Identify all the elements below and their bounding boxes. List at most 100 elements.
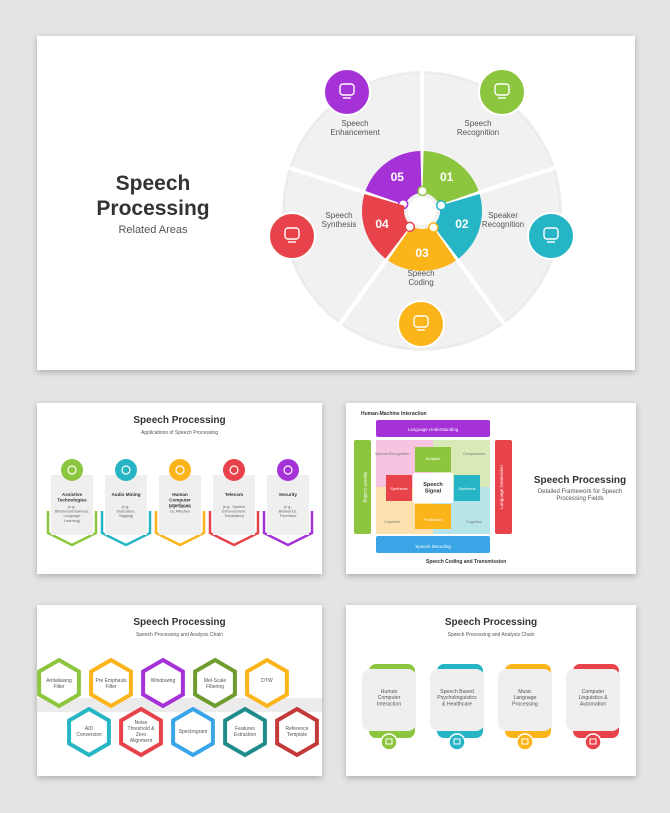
inner-left-label: Synthesis bbox=[390, 486, 407, 491]
hex-bottom-1 bbox=[119, 706, 163, 758]
band-left-label: Speech Coding bbox=[363, 472, 368, 503]
hex-label: Extraction bbox=[234, 732, 256, 738]
inner-top bbox=[415, 447, 451, 472]
card-desc: (e.g., bbox=[68, 505, 77, 509]
hex-top-3 bbox=[193, 657, 237, 709]
center-label: Speech bbox=[423, 482, 443, 488]
document-speech-icon-glyph bbox=[284, 227, 300, 240]
slide5-subtitle: Speech Processing and Analysis Chain bbox=[447, 632, 535, 638]
slide5-title: Speech Processing bbox=[444, 617, 538, 628]
card-text: Linguistics & bbox=[578, 695, 608, 701]
card-text: Processing bbox=[512, 701, 538, 707]
document-speech-icon bbox=[268, 212, 316, 260]
mobile-voice-icon-glyph bbox=[543, 227, 559, 240]
card-0 bbox=[362, 669, 416, 731]
card-desc: Biometrics, bbox=[279, 510, 298, 514]
head-speech-icon bbox=[478, 68, 526, 116]
segment-label-04: Synthesis bbox=[322, 220, 357, 229]
card-text: Interaction bbox=[377, 701, 401, 707]
code-speech-icon bbox=[397, 300, 445, 348]
segment-label-02: Speaker bbox=[488, 211, 518, 220]
card-desc: Learning) bbox=[64, 519, 81, 523]
card-desc: UI, Affective bbox=[170, 510, 190, 514]
card-1 bbox=[105, 475, 147, 535]
hex-label: Zero bbox=[136, 732, 147, 738]
music-icon bbox=[516, 733, 534, 751]
inner-bottom bbox=[415, 504, 451, 529]
card-title: Interfaces bbox=[169, 503, 191, 508]
hex-label: Threshold & bbox=[128, 726, 156, 732]
heart-icon-glyph bbox=[453, 738, 461, 745]
segment-number: 02 bbox=[455, 217, 469, 231]
center-label: Signal bbox=[425, 489, 442, 495]
segment-number: 03 bbox=[415, 246, 429, 260]
chat-icon-glyph bbox=[67, 465, 77, 475]
card-desc: Language bbox=[64, 514, 81, 518]
hex-label: Antialiasing bbox=[46, 678, 72, 684]
card-text: Speech Based bbox=[440, 689, 474, 695]
shield-icon bbox=[277, 459, 299, 481]
card-title: Security bbox=[279, 492, 298, 497]
segment-number: 05 bbox=[391, 170, 405, 184]
card-0 bbox=[51, 475, 93, 535]
chat-bubble-icon bbox=[323, 68, 371, 116]
card-3 bbox=[566, 669, 620, 731]
hex-label: Noise bbox=[135, 720, 148, 726]
framework-top-label: Human-Machine Interaction bbox=[361, 411, 427, 417]
inner-left bbox=[386, 475, 412, 501]
segment-connector bbox=[404, 221, 416, 233]
segment-label-05: Speech bbox=[341, 119, 368, 128]
music-icon-glyph bbox=[521, 738, 529, 745]
card-title: Telecom bbox=[225, 492, 243, 497]
card-outline bbox=[262, 511, 314, 547]
card-text: Computer bbox=[582, 689, 605, 695]
card-text: Language bbox=[513, 695, 536, 701]
hex-label: Reference bbox=[285, 726, 308, 732]
main-subtitle: Related Areas bbox=[118, 224, 188, 236]
band-right-label: Language Generation bbox=[499, 465, 504, 509]
segment-label-03: Coding bbox=[408, 278, 433, 287]
slide-applications: Speech Processing Applications of Speech… bbox=[37, 403, 322, 574]
hex-top-4 bbox=[245, 657, 289, 709]
head-speech-icon-glyph bbox=[494, 83, 510, 96]
hex-label: Filter bbox=[53, 684, 64, 690]
main-title: Speech Processing bbox=[77, 171, 229, 221]
card-3 bbox=[213, 475, 255, 535]
hex-label: Pre Emphasis bbox=[95, 678, 127, 684]
corner-br: Cognition bbox=[466, 520, 482, 524]
waveform-icon-glyph bbox=[121, 465, 131, 475]
corner-tl: Speech Recognition bbox=[375, 452, 409, 456]
main-title-line1: Speech bbox=[115, 172, 191, 195]
segment-03 bbox=[388, 225, 456, 271]
hex-label: Mel-Scale bbox=[204, 678, 226, 684]
chat-bubble-icon-glyph bbox=[339, 83, 355, 96]
chip-icon bbox=[584, 733, 602, 751]
corner-tr: Compression bbox=[463, 452, 485, 456]
hex-label: Filtering bbox=[206, 684, 224, 690]
segment-label-01: Recognition bbox=[457, 128, 499, 137]
band-bottom bbox=[376, 536, 490, 553]
chat-icon bbox=[61, 459, 83, 481]
card-desc: Tagging) bbox=[119, 514, 134, 518]
hex-bottom-0 bbox=[67, 706, 111, 758]
hex-label: Filter bbox=[105, 684, 116, 690]
waveform-icon bbox=[115, 459, 137, 481]
card-desc: Translation) bbox=[224, 514, 245, 518]
card-text: Human bbox=[381, 689, 398, 695]
card-text: Automation bbox=[580, 701, 606, 707]
segment-number: 04 bbox=[375, 217, 389, 231]
card-text: Psycholinguistics bbox=[437, 695, 477, 701]
card-text: Computer bbox=[378, 695, 401, 701]
slide-fields: Speech Processing Speech Processing and … bbox=[346, 605, 636, 776]
card-2 bbox=[498, 669, 552, 731]
interface-icon-glyph bbox=[175, 465, 185, 475]
hex-label: DTW bbox=[261, 678, 273, 684]
hex-label: Conversion bbox=[76, 732, 102, 738]
segment-label-05: Enhancement bbox=[330, 128, 380, 137]
code-speech-icon-glyph bbox=[413, 315, 429, 328]
main-title-line2: Processing bbox=[96, 197, 210, 220]
slide3-subtitle: Detailed Framework for Speech Processing… bbox=[537, 489, 623, 503]
segment-01 bbox=[422, 151, 479, 205]
